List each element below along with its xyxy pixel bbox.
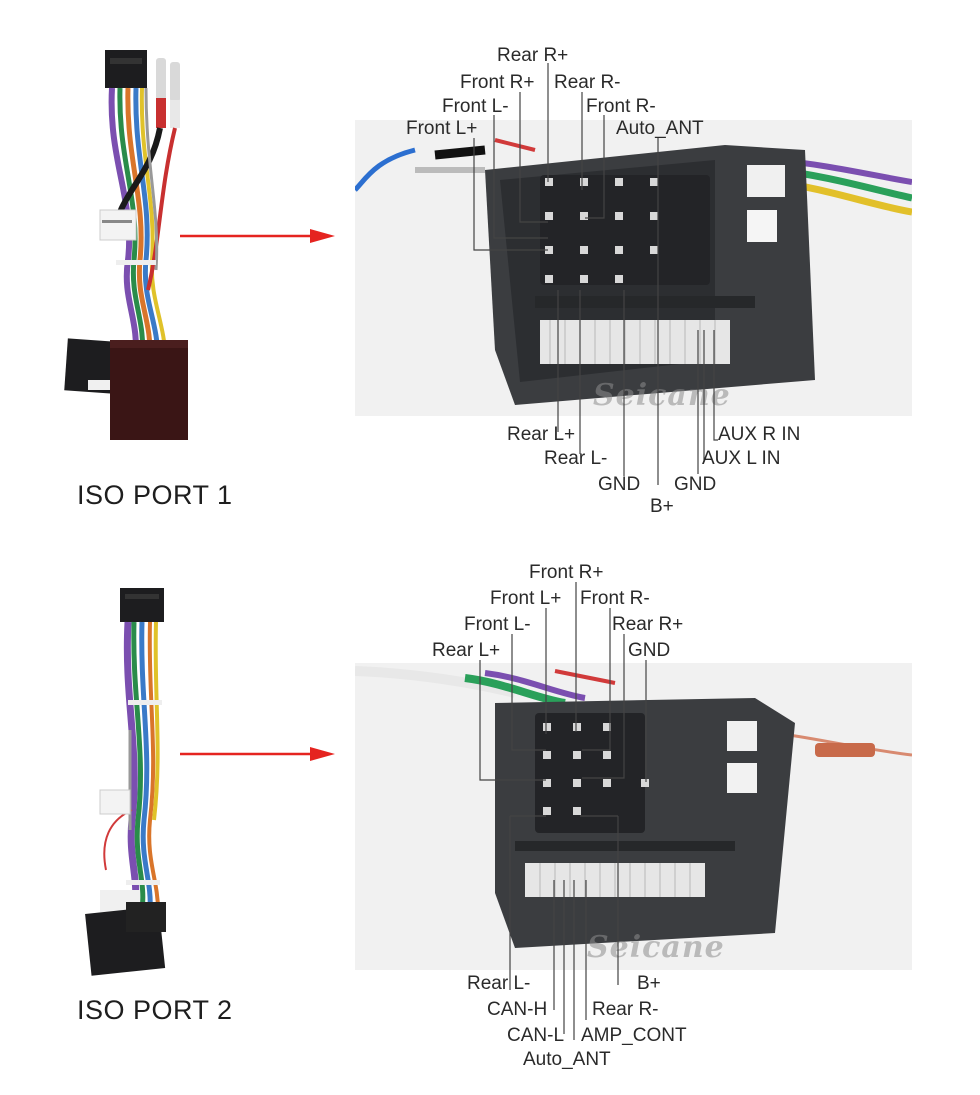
- label-b-plus: B+: [637, 973, 661, 994]
- label-aux-l-in: AUX L IN: [702, 448, 781, 469]
- iso-port-2-harness-image: [85, 588, 166, 976]
- label-rear-l-plus: Rear L+: [432, 640, 501, 661]
- label-front-r-minus: Front R-: [580, 588, 650, 609]
- iso-port-2-panel: Seicane Front R+ Front L+ Front R- Front…: [0, 540, 980, 1095]
- label-front-l-minus: Front L-: [464, 614, 531, 635]
- label-rear-r-plus: Rear R+: [612, 614, 684, 635]
- label-b-plus: B+: [650, 496, 674, 517]
- label-auto-ant: Auto_ANT: [523, 1049, 611, 1070]
- iso-port-1-panel: Seicane Rear R+ Front R+ Rear R- Front L…: [0, 0, 980, 540]
- iso-port-1-title: ISO PORT 1: [77, 480, 233, 510]
- label-front-l-plus: Front L+: [406, 118, 478, 139]
- watermark: Seicane: [587, 930, 725, 965]
- label-front-l-plus: Front L+: [490, 588, 562, 609]
- iso-port-2-title: ISO PORT 2: [77, 995, 233, 1025]
- label-auto-ant: Auto_ANT: [616, 118, 704, 139]
- label-rear-r-minus: Rear R-: [554, 72, 621, 93]
- label-gnd-left: GND: [598, 474, 641, 495]
- iso-port-2-connector-photo: [355, 663, 912, 970]
- red-arrow-icon: [180, 747, 335, 761]
- label-aux-r-in: AUX R IN: [718, 424, 801, 445]
- label-rear-l-minus: Rear L-: [467, 973, 531, 994]
- red-arrow-icon: [180, 229, 335, 243]
- iso-port-1-connector-photo: [355, 120, 912, 416]
- label-front-l-minus: Front L-: [442, 96, 509, 117]
- label-gnd: GND: [628, 640, 671, 661]
- label-rear-r-plus: Rear R+: [497, 45, 569, 66]
- label-gnd-right: GND: [674, 474, 717, 495]
- label-amp-cont: AMP_CONT: [581, 1025, 687, 1046]
- label-can-l: CAN-L: [507, 1025, 565, 1046]
- label-rear-l-minus: Rear L-: [544, 448, 608, 469]
- label-front-r-minus: Front R-: [586, 96, 656, 117]
- watermark: Seicane: [593, 378, 731, 413]
- label-front-r-plus: Front R+: [529, 562, 604, 583]
- label-rear-r-minus: Rear R-: [592, 999, 659, 1020]
- label-front-r-plus: Front R+: [460, 72, 535, 93]
- label-rear-l-plus: Rear L+: [507, 424, 576, 445]
- iso-port-1-harness-image: [64, 50, 188, 440]
- label-can-h: CAN-H: [487, 999, 548, 1020]
